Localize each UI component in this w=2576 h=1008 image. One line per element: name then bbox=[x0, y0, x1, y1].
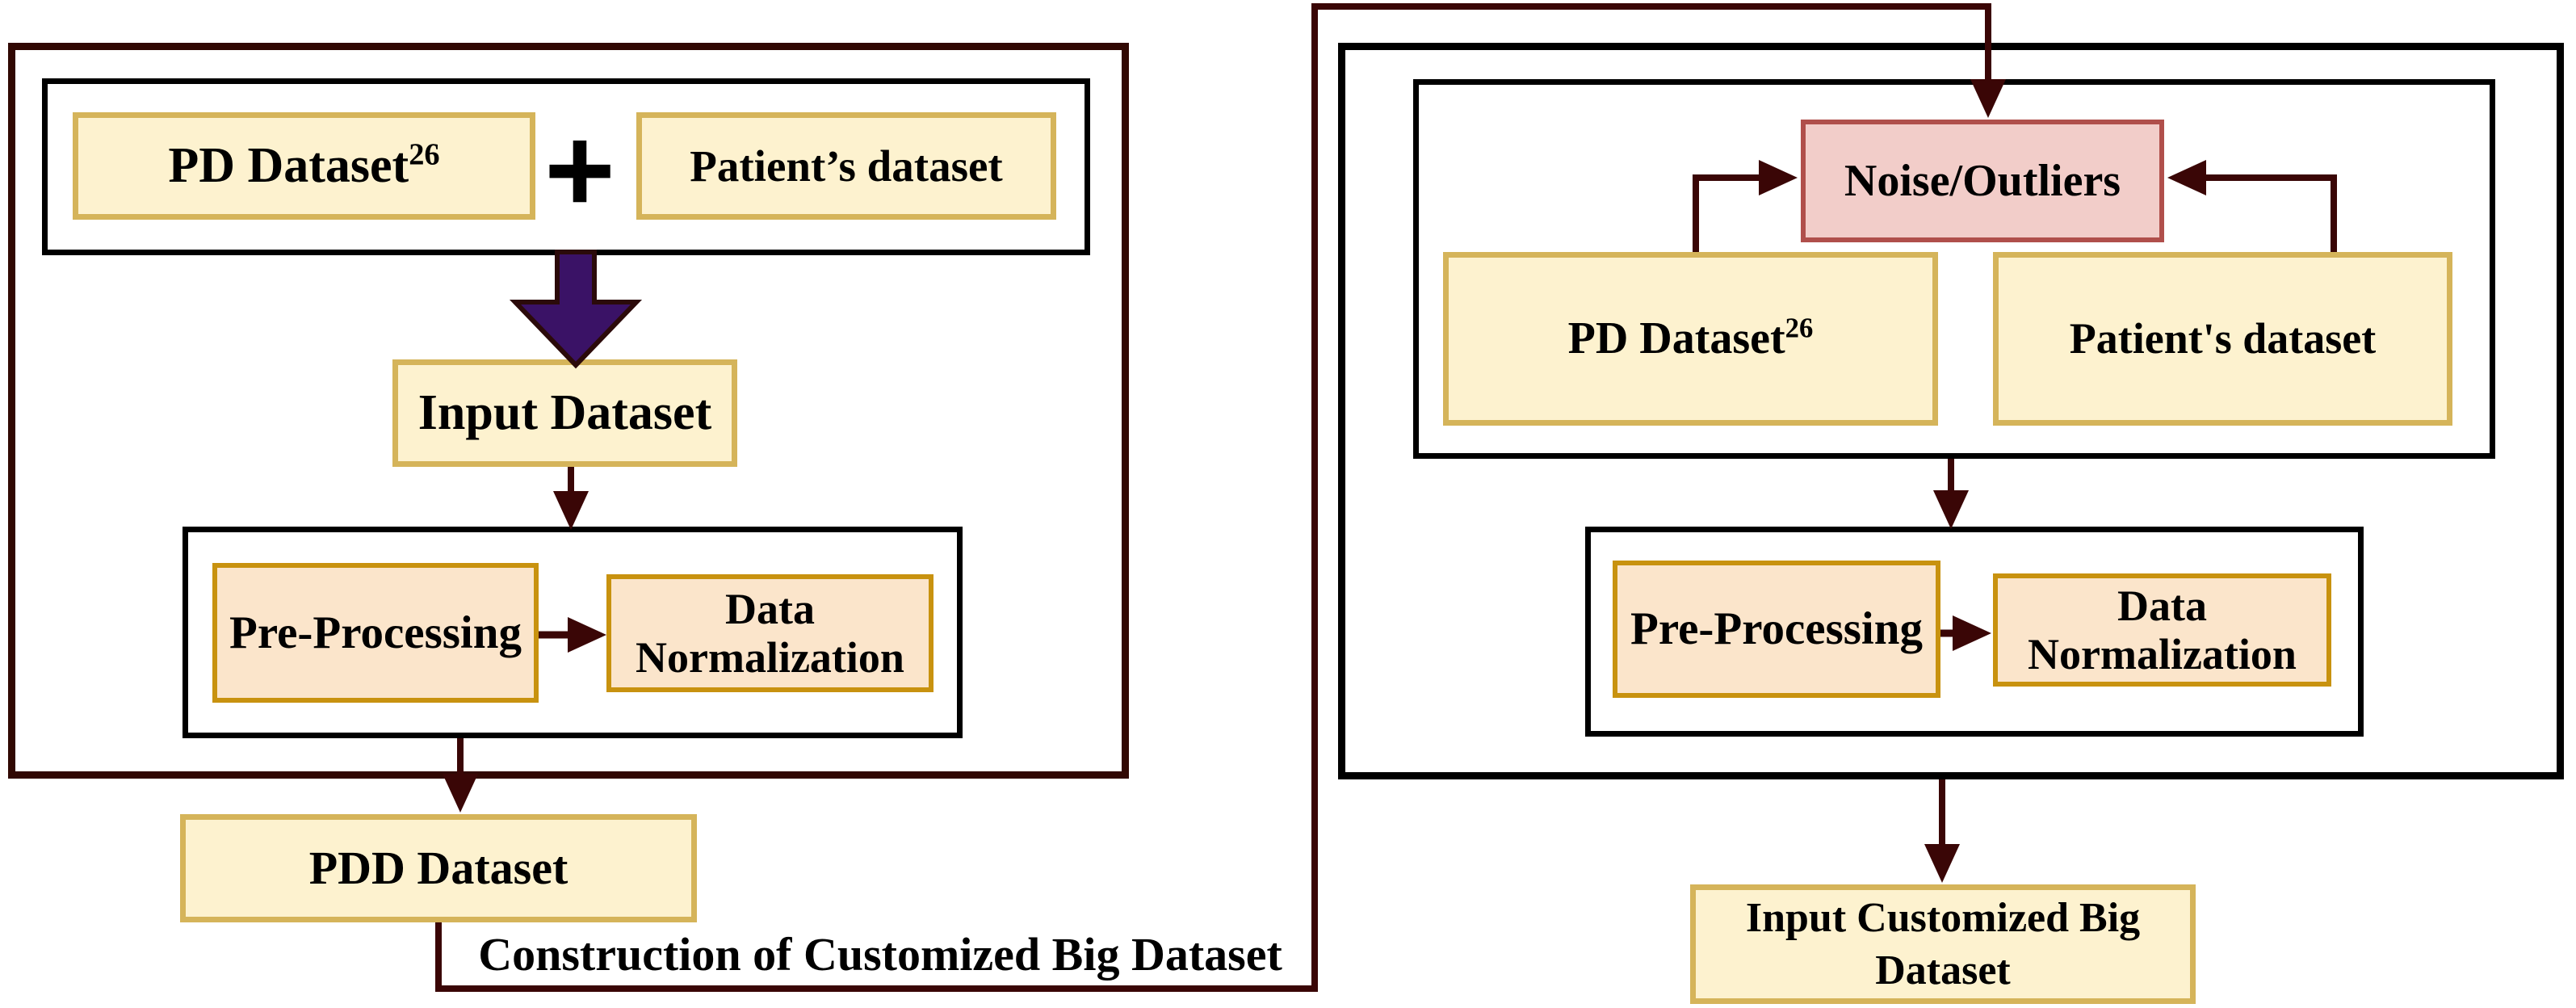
right-data-normalization-box: Data Normalization bbox=[1993, 573, 2331, 687]
left-pd-dataset-box: PD Dataset26 bbox=[73, 112, 535, 220]
noise-outliers-box: Noise/Outliers bbox=[1801, 120, 2164, 242]
input-dataset-box: Input Dataset bbox=[392, 359, 737, 467]
left-pd-dataset-citation: 26 bbox=[409, 137, 440, 172]
arrow-panel-to-input-customized bbox=[1924, 779, 1960, 883]
right-pre-processing-box: Pre-Processing bbox=[1613, 561, 1940, 698]
input-customized-big-dataset-box: Input Customized Big Dataset bbox=[1690, 884, 2196, 1004]
right-pd-dataset-box: PD Dataset26 bbox=[1443, 252, 1938, 426]
left-data-normalization-box: Data Normalization bbox=[606, 574, 933, 692]
left-pd-dataset-label: PD Dataset26 bbox=[168, 137, 440, 193]
right-pd-dataset-citation: 26 bbox=[1785, 312, 1814, 344]
left-patients-dataset-box: Patient’s dataset bbox=[636, 112, 1056, 220]
diagram-caption: Construction of Customized Big Dataset bbox=[478, 928, 1282, 981]
right-patients-dataset-box: Patient's dataset bbox=[1993, 252, 2452, 426]
left-pre-processing-box: Pre-Processing bbox=[212, 563, 539, 703]
pdd-dataset-box: PDD Dataset bbox=[180, 814, 697, 922]
plus-sign: + bbox=[544, 102, 615, 237]
right-pd-dataset-label: PD Dataset26 bbox=[1567, 312, 1814, 364]
